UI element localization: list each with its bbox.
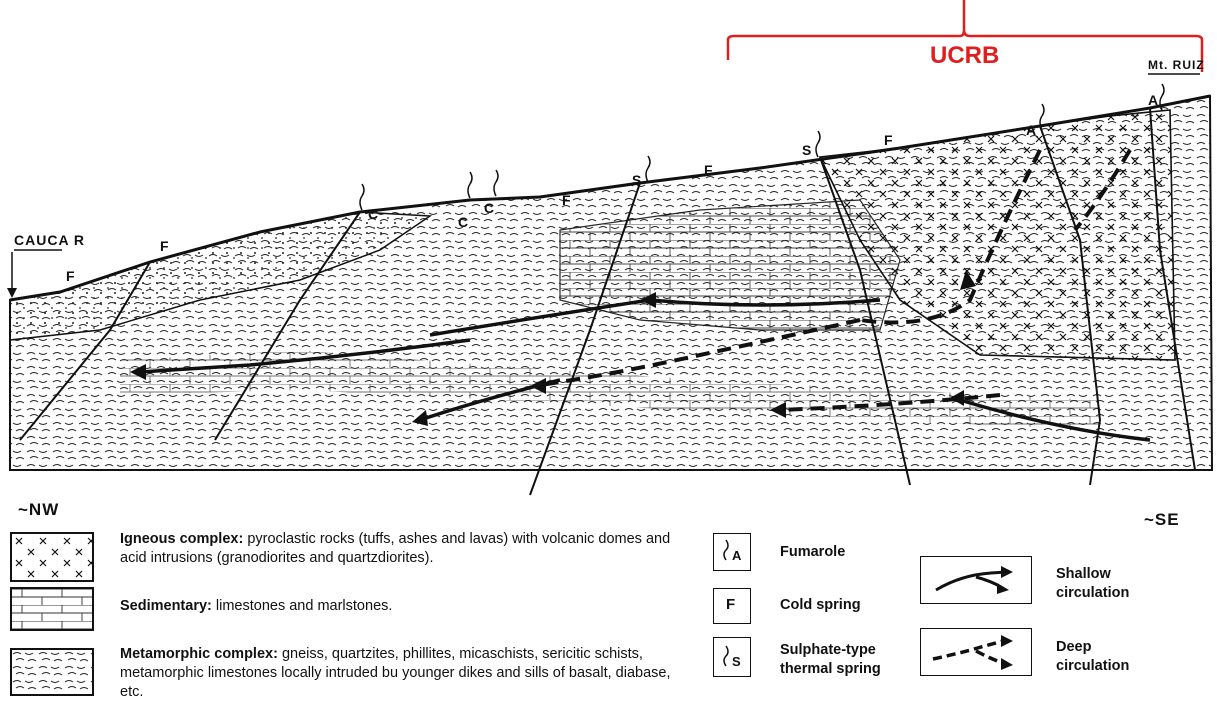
marker-f-4: F [704,162,714,178]
metamorphic-swatch-pattern [12,650,92,694]
sedimentary-swatch [10,587,94,631]
igneous-swatch-pattern [12,534,92,580]
deep-circulation-symbol [920,628,1032,676]
marker-f-5: F [884,132,894,148]
shallow-circulation-label: Shallow circulation [1056,565,1146,603]
volcano-label: Mt. RUIZ [1148,58,1205,72]
marker-s-2: S [802,142,812,158]
cold-spring-symbol: F [713,588,751,624]
sedimentary-legend-title: Sedimentary: [120,598,212,614]
marker-s-1: S [632,172,642,188]
marker-a-2: A [1148,92,1159,108]
fumarole-symbol: A [713,533,751,571]
fumarole-label: Fumarole [780,543,845,562]
nw-label: ~NW [18,500,59,520]
marker-c-1: C [368,206,379,222]
marker-a-1: A [1026,122,1037,138]
shallow-circulation-icon [921,557,1031,603]
river-pointer-head [7,288,17,298]
river-label: CAUCA R [14,232,85,248]
cold-spring-label: Cold spring [780,596,861,615]
shallow-circulation-symbol [920,556,1032,604]
metamorphic-legend-title: Metamorphic complex: [120,646,278,662]
sulphate-spring-symbol: S [713,637,751,677]
metamorphic-legend-text: Metamorphic complex: gneiss, quartzites,… [120,645,685,702]
marker-f-2: F [160,238,170,254]
sulphate-spring-label: Sulphate-type thermal spring [780,641,900,679]
fumarole-symbol-mark: A [732,548,742,563]
marker-f-1: F [66,268,76,284]
metamorphic-swatch [10,648,94,696]
se-label: ~SE [1144,510,1180,530]
sulphate-spring-symbol-mark: S [732,654,742,669]
sedimentary-legend-desc: limestones and marlstones. [216,598,393,614]
marker-c-3: C [484,200,495,216]
sedimentary-swatch-pattern [12,589,92,629]
ucrb-label: UCRB [930,42,999,70]
marker-f-3: F [562,192,572,208]
deep-circulation-label: Deep circulation [1056,638,1146,676]
geologic-cross-section [0,0,1217,510]
igneous-legend-title: Igneous complex: [120,531,243,547]
sedimentary-legend-text: Sedimentary: limestones and marlstones. [120,597,680,616]
igneous-legend-text: Igneous complex: pyroclastic rocks (tuff… [120,530,680,568]
marker-c-2: C [458,214,469,230]
igneous-swatch [10,532,94,582]
cold-spring-symbol-mark: F [726,596,736,613]
deep-circulation-icon [921,629,1031,675]
